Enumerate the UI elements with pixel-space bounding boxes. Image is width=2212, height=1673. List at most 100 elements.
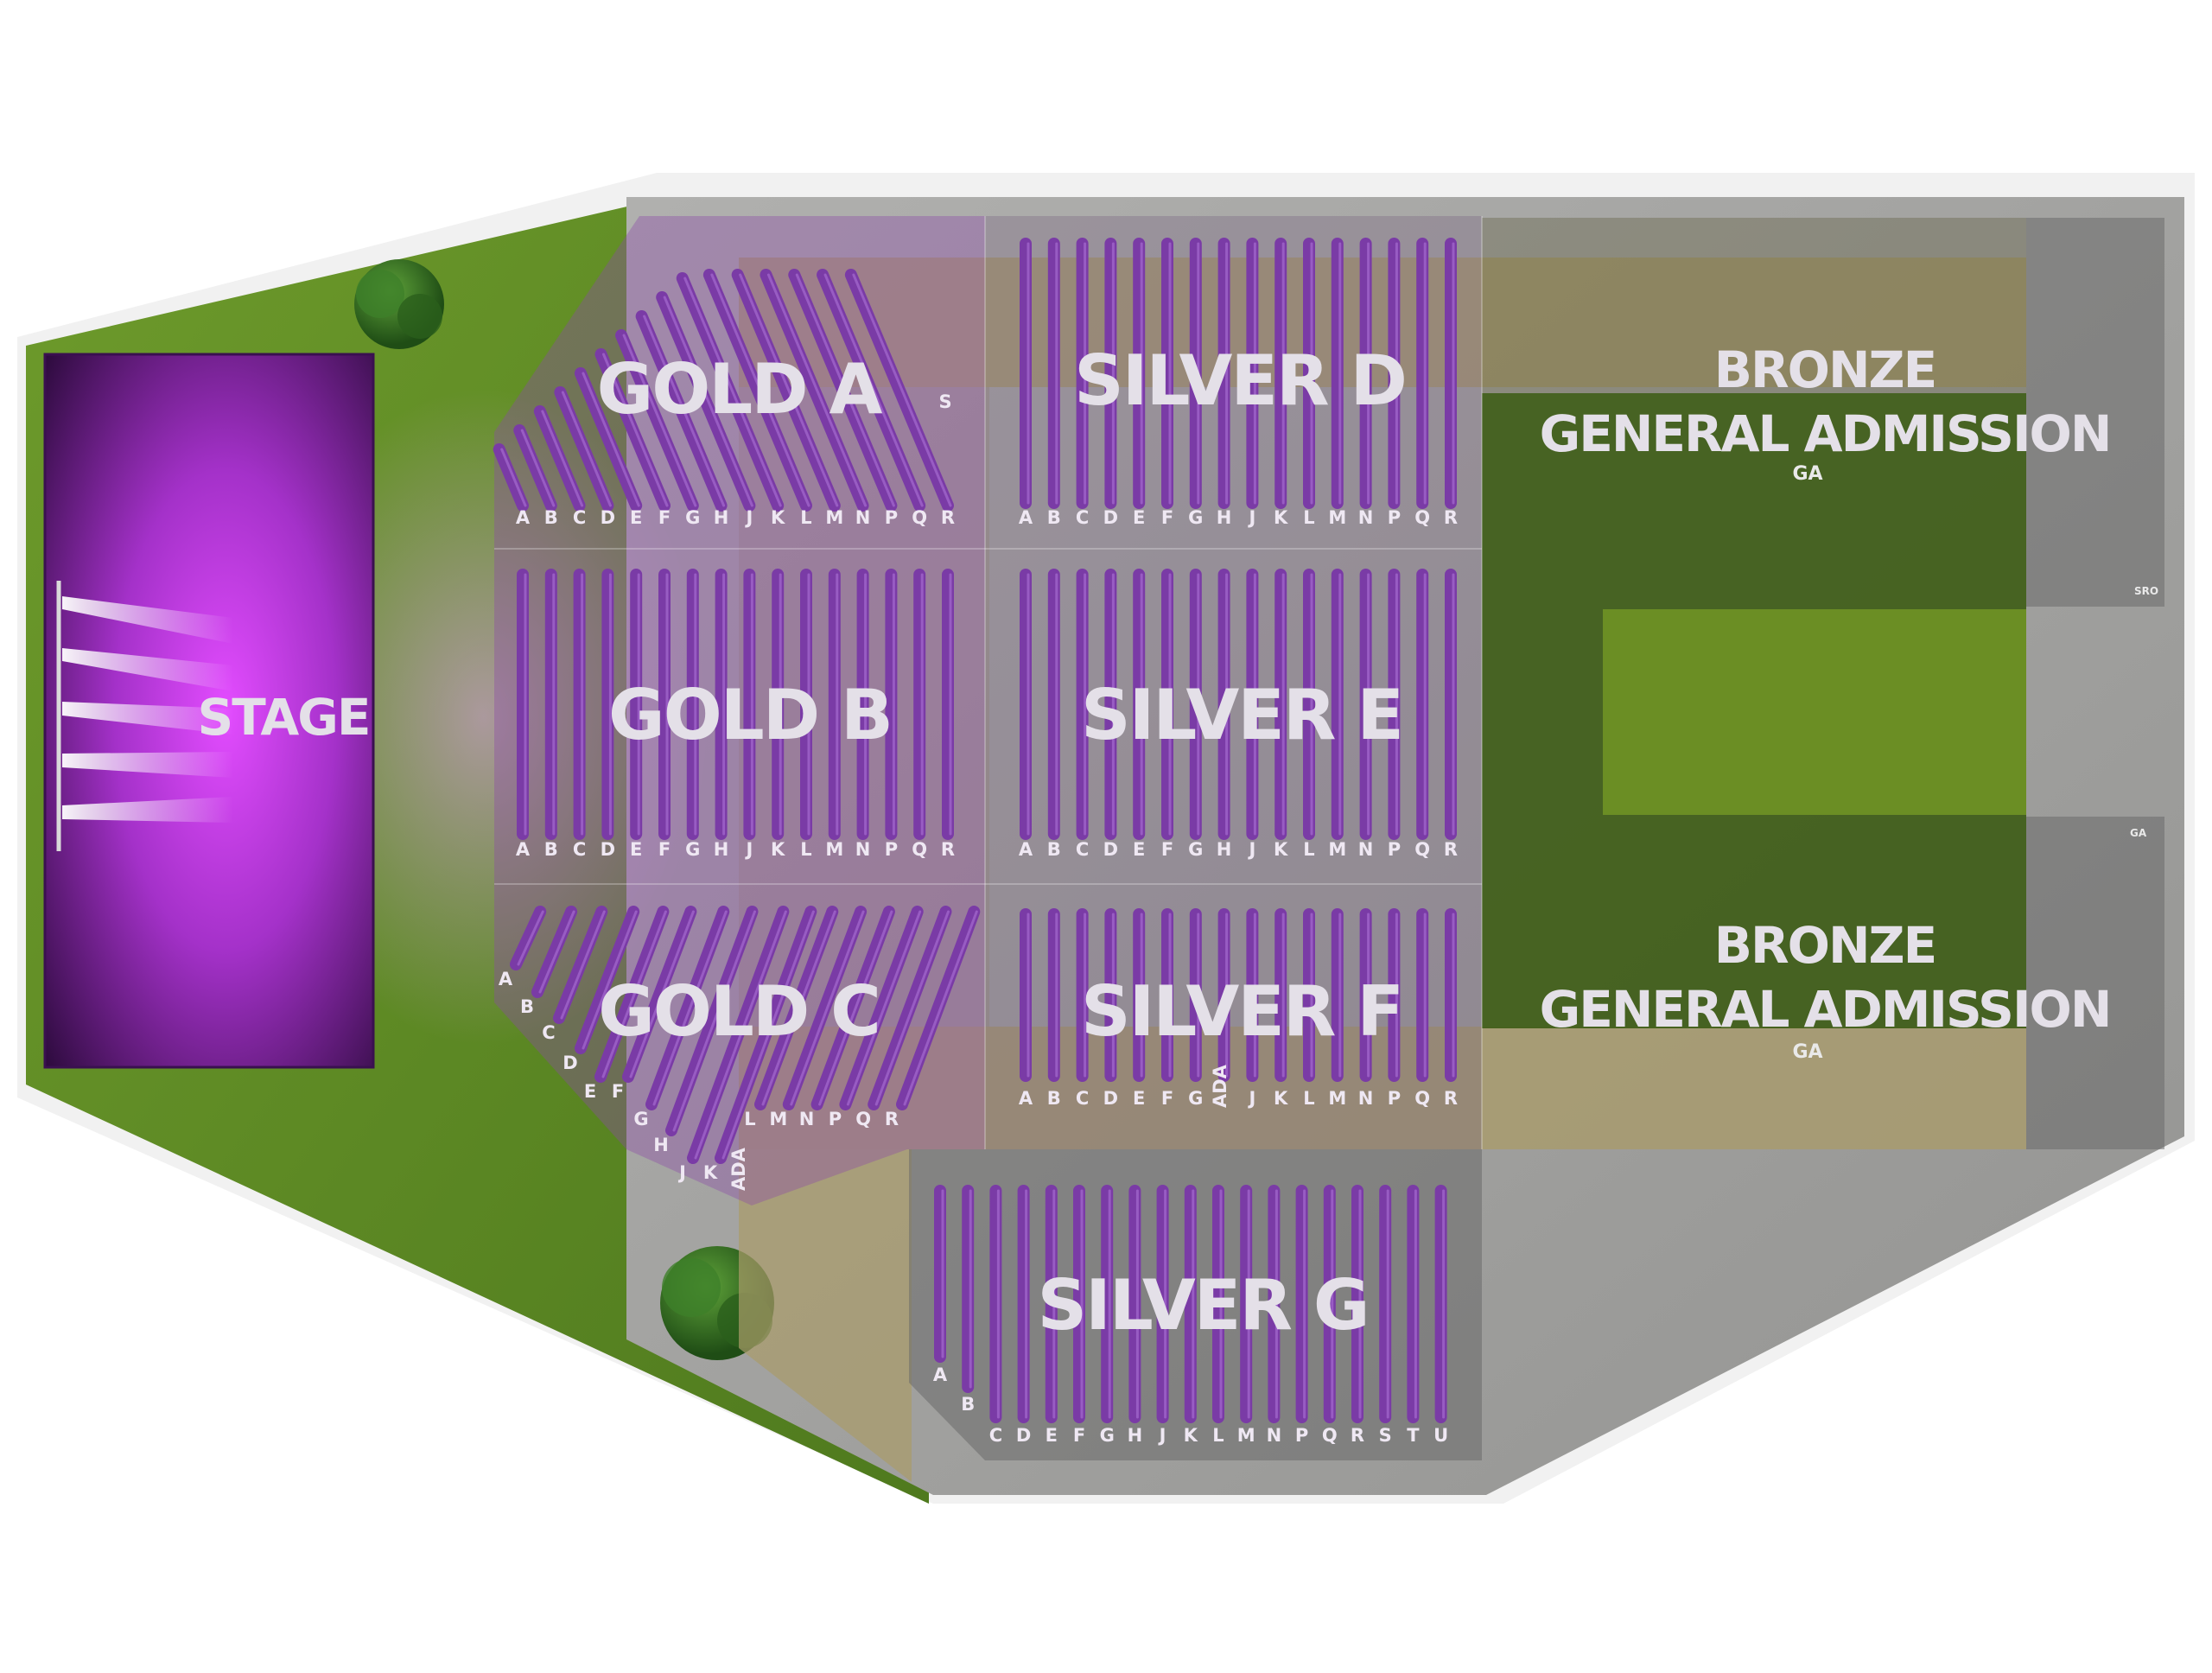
seat-row[interactable] bbox=[665, 906, 759, 1136]
row-label: E bbox=[630, 839, 642, 860]
seat-row[interactable] bbox=[656, 291, 756, 512]
seat-row[interactable] bbox=[594, 906, 670, 1083]
seat-row[interactable] bbox=[754, 906, 839, 1110]
seat-row[interactable] bbox=[839, 906, 924, 1110]
row-label: G bbox=[1100, 1425, 1115, 1446]
seat-row-highlight bbox=[520, 429, 556, 507]
row-label: U bbox=[1433, 1425, 1448, 1446]
seat-row[interactable] bbox=[615, 329, 699, 512]
sro-area bbox=[2026, 218, 2164, 607]
seat-row[interactable] bbox=[731, 269, 841, 512]
seat-row[interactable] bbox=[687, 906, 790, 1164]
ga-side-tag: GA bbox=[2130, 827, 2147, 839]
row-label: Q bbox=[1414, 839, 1430, 860]
silver-g-seat-rows[interactable] bbox=[934, 1185, 1447, 1423]
seat-row-highlight bbox=[541, 410, 584, 507]
seat-row-highlight bbox=[710, 273, 810, 507]
section-gold-b-label[interactable]: GOLD B bbox=[608, 675, 893, 755]
section-bronze-top[interactable]: BRONZE GENERAL ADMISSION GA bbox=[1540, 340, 2113, 485]
seat-row[interactable] bbox=[575, 906, 640, 1054]
row-label: J bbox=[1158, 1425, 1166, 1446]
row-label: G bbox=[1188, 839, 1203, 860]
row-label: R bbox=[1444, 507, 1458, 528]
gold-a-seat-rows[interactable] bbox=[493, 269, 954, 512]
seat-row-highlight bbox=[601, 910, 667, 1078]
row-label: L bbox=[800, 839, 811, 860]
section-gold-a-label[interactable]: GOLD A bbox=[597, 349, 885, 429]
row-label: Q bbox=[1414, 507, 1430, 528]
seat-row[interactable] bbox=[817, 269, 926, 512]
row-label: R bbox=[941, 507, 955, 528]
row-label: M bbox=[1237, 1425, 1255, 1446]
silver-f-seat-rows[interactable] bbox=[1020, 908, 1457, 1082]
row-label: B bbox=[1047, 1088, 1061, 1109]
silver-d-seat-rows[interactable] bbox=[1020, 238, 1457, 509]
section-silver-g-label[interactable]: SILVER G bbox=[1037, 1265, 1370, 1345]
row-label: C bbox=[1076, 839, 1089, 860]
seat-row-highlight bbox=[538, 910, 575, 994]
row-label: N bbox=[799, 1109, 815, 1129]
seat-row[interactable] bbox=[676, 272, 785, 512]
seat-row[interactable] bbox=[844, 269, 954, 512]
ga-side-area bbox=[2026, 817, 2164, 1149]
seat-row[interactable] bbox=[493, 443, 529, 512]
silver-e-seat-rows[interactable] bbox=[1020, 569, 1457, 840]
seat-row-highlight bbox=[582, 910, 638, 1050]
gold-b-seat-rows[interactable] bbox=[517, 569, 954, 840]
row-label: P bbox=[829, 1109, 842, 1129]
row-label: E bbox=[1133, 507, 1145, 528]
section-bronze-bottom[interactable]: BRONZE GENERAL ADMISSION GA bbox=[1540, 916, 2113, 1063]
seat-row[interactable] bbox=[510, 906, 547, 970]
seat-row[interactable] bbox=[810, 906, 895, 1110]
bronze-bottom-line2: GENERAL ADMISSION bbox=[1540, 980, 2111, 1039]
row-label: L bbox=[1303, 839, 1314, 860]
section-silver-e-label[interactable]: SILVER E bbox=[1081, 675, 1404, 755]
row-label: H bbox=[714, 839, 729, 860]
seat-row-highlight bbox=[683, 277, 782, 507]
section-gold-c-label[interactable]: GOLD C bbox=[598, 971, 881, 1052]
seat-row-highlight bbox=[560, 910, 606, 1020]
gold-c-seat-rows[interactable] bbox=[510, 906, 981, 1164]
seat-row[interactable] bbox=[896, 906, 981, 1110]
row-label: R bbox=[1444, 839, 1458, 860]
seat-row[interactable] bbox=[760, 269, 869, 512]
seat-row-highlight bbox=[622, 334, 697, 507]
row-label: L bbox=[1303, 1088, 1314, 1109]
row-label: K bbox=[1274, 507, 1288, 528]
seat-row-highlight bbox=[582, 372, 640, 507]
seat-row[interactable] bbox=[513, 424, 557, 512]
seat-row[interactable] bbox=[553, 906, 608, 1024]
row-label: F bbox=[1161, 839, 1173, 860]
seat-row[interactable] bbox=[788, 269, 898, 512]
seat-row[interactable] bbox=[554, 386, 614, 512]
row-label: J bbox=[1247, 507, 1255, 528]
row-label: K bbox=[771, 507, 785, 528]
seat-row[interactable] bbox=[868, 906, 952, 1110]
row-label: F bbox=[658, 839, 671, 860]
row-label: P bbox=[1295, 1425, 1308, 1446]
seat-row-highlight bbox=[790, 910, 865, 1106]
seat-row[interactable] bbox=[715, 906, 817, 1164]
seat-row[interactable] bbox=[782, 906, 868, 1110]
seat-row[interactable] bbox=[533, 405, 586, 512]
seat-row[interactable] bbox=[645, 906, 730, 1110]
row-label: L bbox=[1303, 507, 1314, 528]
row-label: R bbox=[885, 1109, 899, 1129]
section-silver-f-label[interactable]: SILVER F bbox=[1081, 971, 1404, 1052]
seat-row[interactable] bbox=[635, 310, 728, 512]
row-label: R bbox=[941, 839, 955, 860]
seat-row-highlight bbox=[795, 273, 895, 507]
seat-row[interactable] bbox=[702, 269, 812, 512]
seat-row[interactable] bbox=[574, 367, 643, 512]
seat-row-highlight bbox=[766, 273, 868, 507]
row-label: E bbox=[630, 507, 642, 528]
row-label: Q bbox=[912, 507, 927, 528]
section-silver-d-label[interactable]: SILVER D bbox=[1074, 340, 1408, 421]
seat-row[interactable] bbox=[531, 906, 578, 998]
seat-row[interactable] bbox=[622, 906, 697, 1083]
seat-row-highlight bbox=[629, 910, 695, 1078]
seat-row[interactable] bbox=[594, 348, 671, 512]
